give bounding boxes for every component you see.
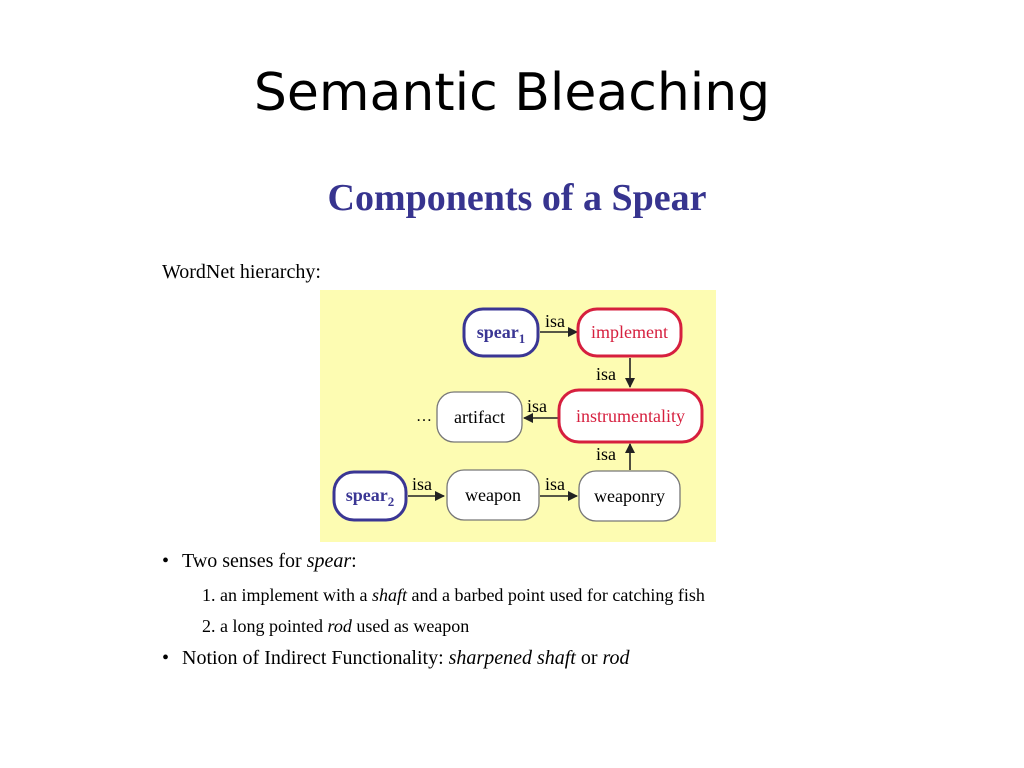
node-weaponry: weaponry	[578, 470, 681, 522]
text-run: and a barbed point used for catching fis…	[406, 585, 705, 605]
node-artifact: artifact	[436, 391, 523, 443]
text-run: used as weapon	[351, 616, 470, 636]
svg-text:spear2: spear2	[346, 485, 395, 509]
node-label: spear	[477, 322, 519, 342]
edge-label: isa	[596, 364, 616, 384]
slide-title: Semantic Bleaching	[253, 63, 771, 123]
edge-label: isa	[545, 474, 565, 494]
edge-weaponry-instrumentality: isa	[596, 443, 635, 470]
text-run: Two senses for	[182, 550, 307, 572]
text-run-italic: shaft	[371, 585, 407, 605]
node-label: weaponry	[594, 486, 665, 506]
node-label: spear	[346, 485, 388, 505]
bullet-text: Two senses for spear:	[182, 550, 357, 573]
node-subscript: 2	[388, 494, 395, 509]
sub-item: 2. a long pointed rod used as weapon	[202, 616, 469, 637]
text-run: Notion of Indirect Functionality:	[182, 647, 449, 669]
wordnet-diagram: isa isa isa isa isa isa spear1 im	[320, 290, 716, 542]
ellipsis-label: …	[416, 408, 432, 425]
edge-weapon-weaponry: isa	[540, 474, 578, 501]
node-implement: implement	[576, 307, 683, 358]
edge-implement-instrumentality: isa	[596, 358, 635, 388]
node-label: implement	[591, 322, 668, 342]
edge-spear1-implement: isa	[540, 311, 578, 337]
node-ellipsis: …	[416, 408, 432, 425]
text-run: 2. a long pointed	[202, 616, 328, 636]
edge-instrumentality-artifact: isa	[523, 396, 558, 423]
bullet-marker: •	[162, 647, 170, 669]
node-label: artifact	[454, 407, 505, 427]
bullet-text: Notion of Indirect Functionality: sharpe…	[182, 647, 630, 670]
text-run: :	[351, 550, 357, 572]
edge-spear2-weapon: isa	[408, 474, 445, 501]
sub-item: 1. an implement with a shaft and a barbe…	[202, 585, 705, 606]
text-run: 1. an implement with a	[202, 585, 372, 605]
text-run: or	[575, 647, 603, 669]
edge-label: isa	[545, 311, 565, 331]
text-run-italic: spear	[306, 550, 352, 572]
edge-label: isa	[596, 444, 616, 464]
intro-text: WordNet hierarchy:	[162, 261, 321, 283]
diagram-subtitle: Components of a Spear	[327, 177, 707, 219]
node-instrumentality: instrumentality	[557, 388, 704, 444]
node-label: weapon	[465, 485, 521, 505]
edge-label: isa	[412, 474, 432, 494]
text-run-italic: rod	[327, 616, 352, 636]
svg-text:spear1: spear1	[477, 322, 526, 346]
node-spear1: spear1	[462, 307, 540, 358]
node-spear2: spear2	[332, 470, 408, 522]
text-run-italic: rod	[602, 647, 630, 669]
text-run-italic: sharpened shaft	[448, 647, 576, 669]
node-subscript: 1	[519, 331, 526, 346]
node-label: instrumentality	[576, 406, 685, 426]
edge-label: isa	[527, 396, 547, 416]
bullet-marker: •	[162, 550, 170, 572]
node-weapon: weapon	[446, 469, 540, 521]
